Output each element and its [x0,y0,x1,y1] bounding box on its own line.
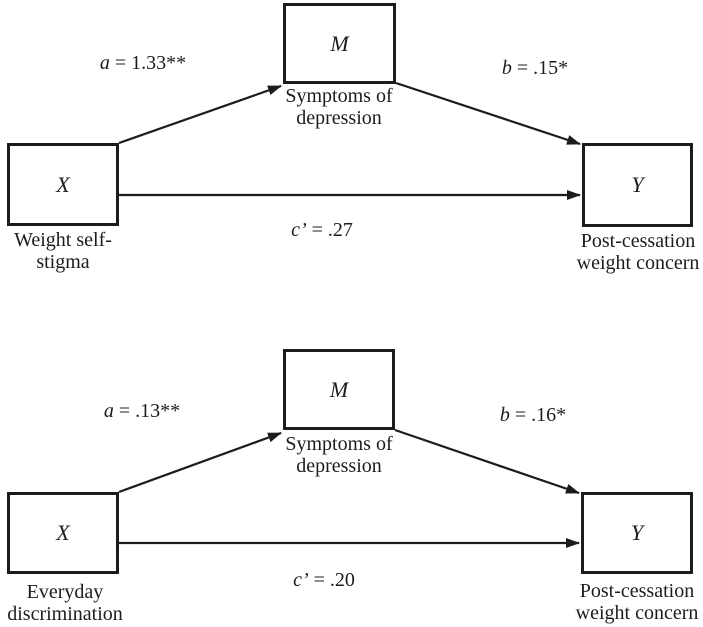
outcome-box-top: Y [582,143,693,227]
path-b-arrow-bottom [394,428,580,495]
predictor-letter: X [56,520,70,545]
caption-line: Weight self- [14,229,112,251]
path-a-variable: a [103,400,114,422]
mediator-letter: M [330,30,349,56]
path-b-label-top: b = .15* [502,57,568,80]
path-c-value: = .27 [306,219,353,241]
path-b-value: = .16* [509,404,567,426]
mediator-caption-bottom: Symptoms of depression [285,433,392,477]
path-c-variable: c’ [293,569,309,591]
path-a-variable: a [99,52,110,74]
caption-line: stigma [36,251,90,273]
caption-line: depression [296,455,382,477]
caption-line: Symptoms of [285,433,393,455]
outcome-letter: Y [631,172,644,197]
path-a-value: = 1.33** [109,52,187,74]
caption-line: weight concern [576,252,700,274]
caption-line: Everyday [26,581,104,603]
mediator-box-top: M [283,3,396,84]
outcome-caption-bottom: Post-cessation weight concern [576,580,699,624]
outcome-caption-top: Post-cessation weight concern [577,230,700,274]
path-b-value: = .15* [511,57,569,79]
caption-line: depression [296,107,382,129]
predictor-caption-top: Weight self- stigma [14,229,112,273]
outcome-letter: Y [630,520,644,545]
predictor-caption-bottom: Everyday discrimination [7,581,123,625]
predictor-box-top: X [7,143,119,226]
caption-line: Post-cessation [580,230,696,252]
outcome-box-bottom: Y [581,492,693,574]
path-b-arrow-top [395,81,581,146]
mediator-caption-top: Symptoms of depression [285,85,392,129]
caption-line: Post-cessation [579,580,695,602]
caption-line: Symptoms of [285,85,393,107]
path-a-value: = .13** [113,400,181,422]
path-a-label-top: a = 1.33** [100,52,186,75]
caption-line: weight concern [575,602,699,624]
path-b-label-bottom: b = .16* [500,404,566,427]
mediator-letter: M [329,376,349,402]
path-c-value: = .20 [308,569,355,591]
caption-line: discrimination [7,603,123,625]
path-c-variable: c’ [291,219,307,241]
predictor-letter: X [56,171,70,197]
mediator-box-bottom: M [283,349,395,430]
path-b-variable: b [499,404,510,426]
path-b-variable: b [501,57,512,79]
predictor-box-bottom: X [7,492,119,574]
path-c-label-bottom: c’ = .20 [293,569,355,592]
path-c-label-top: c’ = .27 [291,219,353,242]
path-a-arrow-bottom [118,431,282,494]
path-a-label-bottom: a = .13** [104,400,180,423]
path-a-arrow-top [118,84,282,145]
